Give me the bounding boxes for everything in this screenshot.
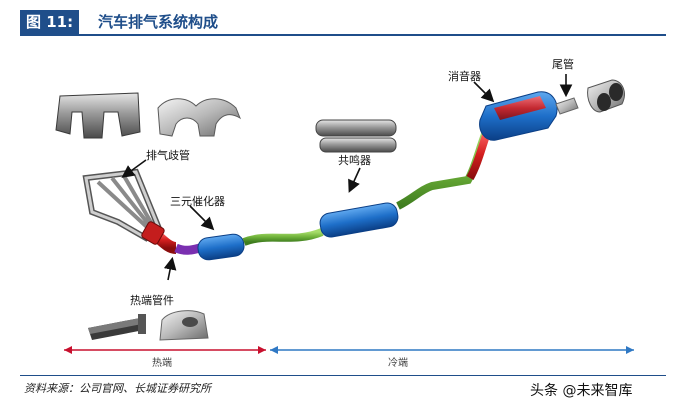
tailpipe — [555, 97, 579, 115]
hot-end-pipe-photo-1 — [88, 314, 146, 340]
watermark: 头条 @未来智库 — [530, 383, 633, 399]
source-divider — [20, 375, 666, 376]
catalytic-converter — [197, 233, 245, 261]
figure-title: 图 11: 汽车排气系统构成 — [20, 10, 666, 34]
label-muffler: 消音器 — [448, 70, 481, 83]
exhaust-manifold-photo-2 — [157, 98, 242, 137]
figure-number: 图 11: — [20, 10, 80, 34]
exhaust-manifold-photo-1 — [55, 92, 141, 139]
hot-end-pipe — [141, 221, 202, 255]
title-divider — [20, 34, 666, 36]
label-hot-end-pipe: 热端管件 — [130, 294, 174, 307]
exhaust-system-diagram — [55, 74, 634, 354]
hot-end-pipe-photo-2 — [159, 310, 209, 341]
hot-zone-arrow — [64, 346, 266, 354]
intermediate-pipe — [242, 228, 324, 246]
label-exhaust-manifold: 排气歧管 — [146, 149, 190, 162]
label-arrows — [121, 74, 573, 281]
label-resonator: 共鸣器 — [338, 154, 371, 167]
source-note: 资料来源：公司官网、长城证券研究所 — [24, 382, 211, 395]
cold-zone-arrow — [270, 346, 634, 354]
cold-zone-label: 冷端 — [388, 358, 408, 369]
resonator — [319, 202, 399, 238]
muffler — [479, 91, 558, 141]
label-tailpipe: 尾管 — [552, 58, 574, 71]
label-catalytic-converter: 三元催化器 — [170, 195, 225, 208]
figure-caption: 汽车排气系统构成 — [98, 13, 219, 31]
resonator-photo — [315, 119, 397, 153]
tailpipe-photo — [587, 79, 625, 113]
hot-zone-label: 热端 — [152, 358, 172, 369]
